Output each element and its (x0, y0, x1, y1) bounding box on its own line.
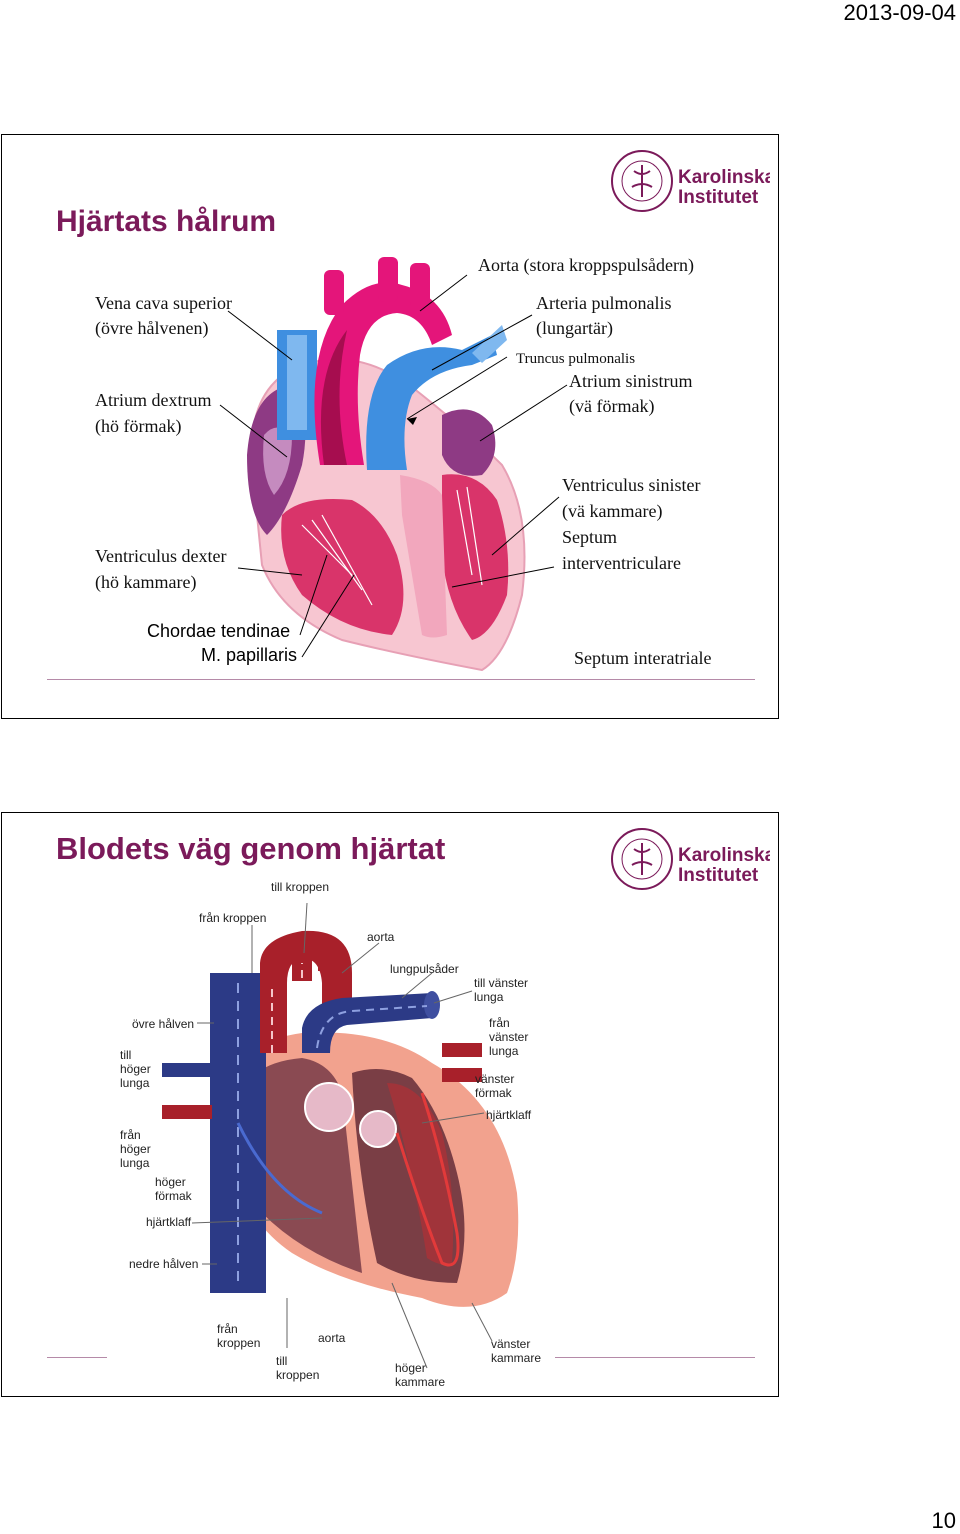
label-vanster-kammare-2: kammare (491, 1351, 542, 1365)
label-fran-hoger-3: lunga (120, 1156, 150, 1170)
label-chordae: Chordae tendinae (147, 621, 291, 641)
left-ventricle (442, 474, 509, 640)
label-ventr-dex-1: Ventriculus dexter (95, 546, 227, 566)
label-septum-iv-1: Septum (562, 527, 618, 547)
label-ventr-dex-2: (hö kammare) (95, 572, 197, 592)
blood-flow-illustration (162, 902, 519, 1369)
label-vanster-kammare-1: vänster (491, 1337, 531, 1351)
label-fran-kroppen-bot-2: kroppen (217, 1336, 261, 1350)
label-vena-cava-1: Vena cava superior (95, 293, 232, 313)
label-till-kroppen-bot-1: till (276, 1354, 288, 1368)
pointer-lines (219, 274, 568, 658)
pointer-lines (191, 902, 493, 1369)
label-septum-ia: Septum interatriale (574, 648, 712, 668)
label-hoger-kammare-1: höger (395, 1361, 426, 1375)
label-atrium-sin-2: (vä förmak) (569, 396, 655, 416)
aortic-valve (359, 1110, 397, 1148)
left-atrium (442, 409, 496, 476)
arrow-head-icon (407, 417, 417, 425)
label-arteria-2: (lungartär) (536, 318, 613, 338)
heart-chambers-illustration (219, 257, 568, 672)
label-hoger-kammare-2: kammare (395, 1375, 446, 1389)
karolinska-logo: Karolinska Institutet (610, 825, 770, 897)
logo-name-line2: Institutet (678, 187, 759, 208)
label-till-hoger-2: höger (120, 1062, 151, 1076)
label-ventr-sin-1: Ventriculus sinister (562, 475, 701, 495)
label-hjartklaff-right: hjärtklaff (486, 1108, 532, 1122)
label-lungpulsader: lungpulsåder (390, 962, 459, 976)
karolinska-logo: Karolinska Institutet (610, 147, 770, 219)
label-ventr-sin-2: (vä kammare) (562, 501, 663, 521)
label-atrium-sin-1: Atrium sinistrum (569, 371, 693, 391)
chordae-tendineae (301, 486, 483, 606)
aorta (314, 282, 452, 465)
label-fran-vanster-3: lunga (489, 1044, 519, 1058)
label-atrium-dex-2: (hö förmak) (95, 416, 182, 436)
label-aorta-top: aorta (367, 930, 395, 944)
label-vanster-formak-1: vänster (475, 1072, 515, 1086)
label-truncus: Truncus pulmonalis (516, 351, 636, 367)
label-fran-vanster-1: från (489, 1016, 510, 1030)
slide-title: Hjärtats hålrum (56, 205, 277, 238)
septum (400, 475, 447, 638)
label-till-hoger-3: lunga (120, 1076, 150, 1090)
label-fran-kroppen-top: från kroppen (199, 911, 267, 925)
karolinska-seal-icon: Karolinska Institutet (611, 150, 770, 212)
footer-divider (47, 679, 755, 680)
label-fran-kroppen-bot-1: från (217, 1322, 238, 1336)
header-date: 2013-09-04 (843, 0, 956, 25)
label-septum-iv-2: interventriculare (562, 553, 681, 573)
page-number: 10 (931, 1508, 956, 1533)
label-hoger-formak-1: höger (155, 1175, 186, 1189)
footer-divider-right (555, 1357, 755, 1358)
label-hjartklaff-left: hjärtklaff (146, 1215, 192, 1229)
slide-heart-chambers: Hjärtats hålrum Karolinska Institutet (1, 134, 779, 719)
logo-name-line1: Karolinska (678, 845, 770, 866)
label-vanster-formak-2: förmak (475, 1086, 512, 1100)
label-fran-hoger-2: höger (120, 1142, 151, 1156)
footer-divider-left (47, 1357, 107, 1358)
label-papillaris: M. papillaris (201, 645, 298, 665)
label-till-kroppen-bot-2: kroppen (276, 1368, 320, 1382)
slide-blood-flow: Blodets väg genom hjärtat Karolinska Ins… (1, 812, 779, 1397)
label-till-vanster-1: till vänster (474, 976, 529, 990)
label-fran-vanster-2: vänster (489, 1030, 529, 1044)
label-till-vanster-2: lunga (474, 990, 504, 1004)
label-till-hoger-1: till (120, 1048, 132, 1062)
label-aorta-bot: aorta (318, 1331, 346, 1345)
slide-title: Blodets väg genom hjärtat (56, 831, 446, 866)
pulmonary-trunk (366, 335, 497, 470)
label-till-kroppen-top: till kroppen (271, 880, 330, 894)
label-aorta: Aorta (stora kroppspulsådern) (478, 255, 694, 275)
karolinska-seal-icon: Karolinska Institutet (611, 828, 770, 890)
label-vena-cava-2: (övre hålvenen) (95, 318, 209, 338)
label-nedre-halven: nedre hålven (129, 1257, 199, 1271)
logo-name-line1: Karolinska (678, 167, 770, 188)
logo-name-line2: Institutet (678, 865, 759, 886)
label-arteria-1: Arteria pulmonalis (536, 293, 672, 313)
label-hoger-formak-2: förmak (155, 1189, 192, 1203)
label-atrium-dex-1: Atrium dextrum (95, 390, 212, 410)
label-ovre-halven: övre hålven (132, 1017, 195, 1031)
pulmonary-valve (304, 1082, 354, 1132)
label-fran-hoger-1: från (120, 1128, 141, 1142)
